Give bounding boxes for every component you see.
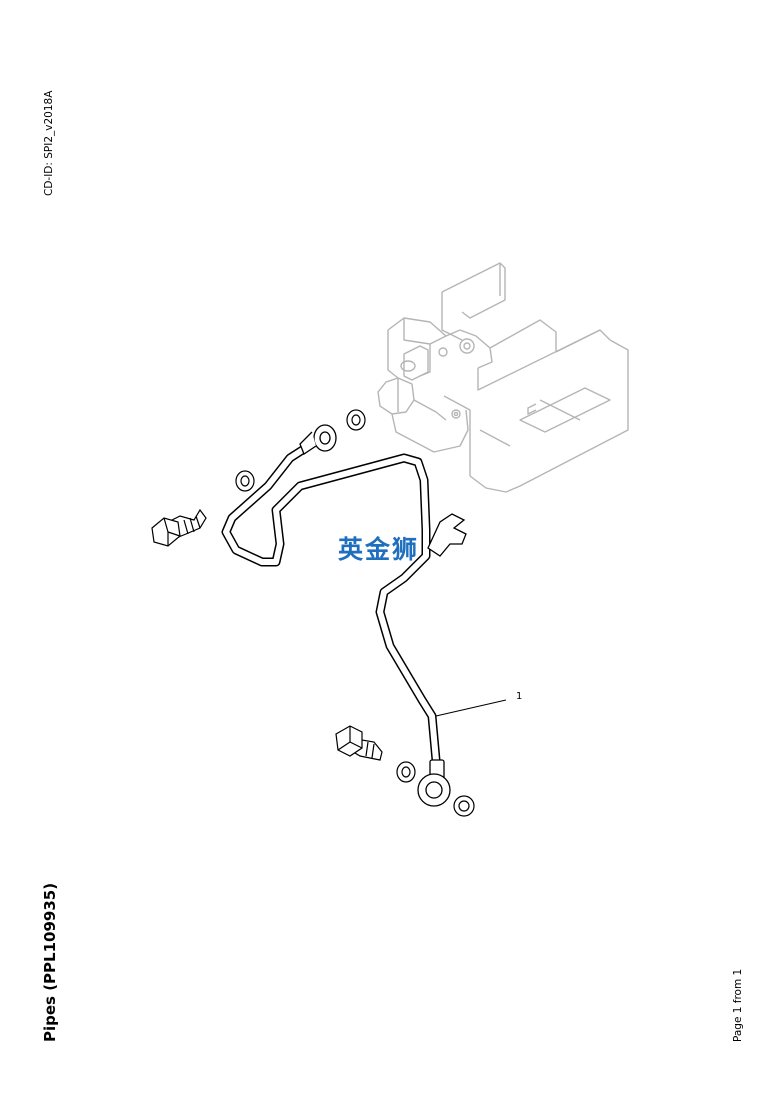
banjo-bolt-top: [151, 508, 207, 547]
engine-block: [377, 262, 629, 493]
callout-1: 1: [516, 691, 523, 702]
pipe-clamp: [427, 513, 467, 557]
callout-leader: [435, 699, 507, 717]
banjo-bolt-bottom: [335, 725, 383, 761]
banjo-fitting-bottom: [417, 759, 451, 807]
washers: [235, 409, 475, 817]
banjo-fitting-top: [299, 424, 337, 455]
watermark: 英金狮: [338, 535, 420, 564]
pipe-assembly: [221, 435, 441, 765]
